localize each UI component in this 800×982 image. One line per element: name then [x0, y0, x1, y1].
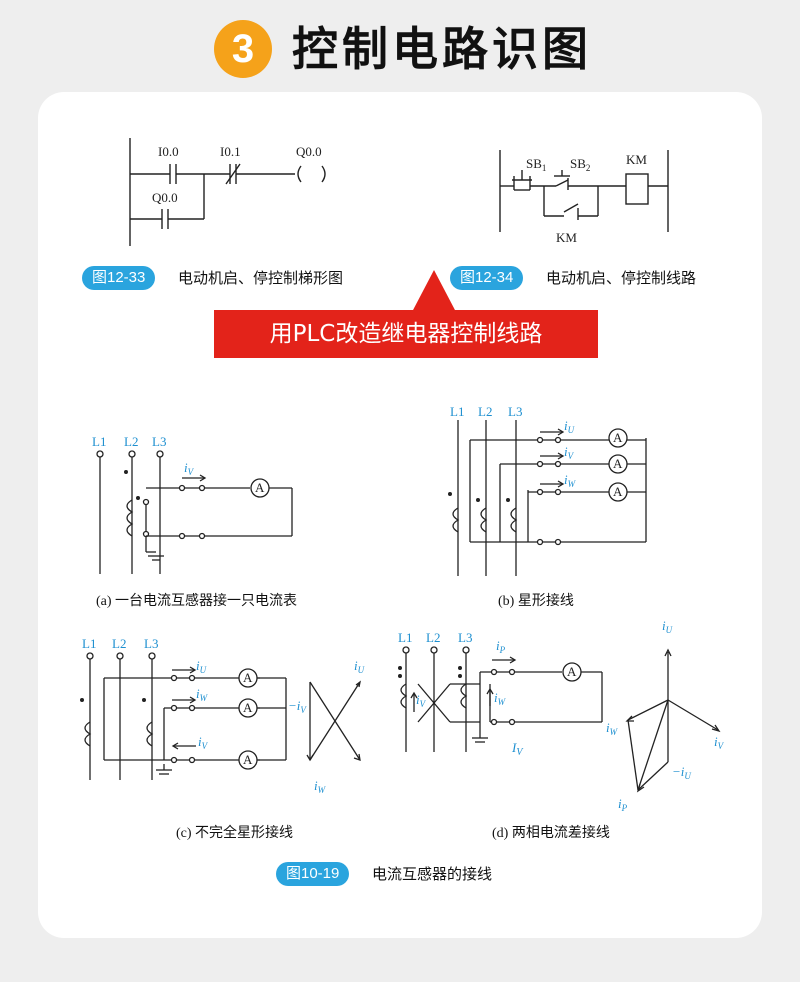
- ammeter-label: A: [255, 480, 265, 495]
- fig-caption-10-19: 电流互感器的接线: [372, 865, 493, 883]
- ladder-diagram: I0.0 I0.1 Q0.0 Q0.0: [129, 138, 326, 246]
- c-phasor-iu: iU: [354, 658, 365, 675]
- d-line-label-l1: L1: [398, 630, 412, 645]
- sb1-label: SB1: [526, 156, 546, 173]
- fig-badge-10-19: 图10-19: [276, 862, 350, 886]
- fig-caption-12-34: 电动机启、停控制线路: [546, 269, 697, 287]
- caption-b: (b) 星形接线: [498, 594, 574, 609]
- b-line-label-l3: L3: [508, 404, 522, 419]
- d-line-label-l3: L3: [458, 630, 472, 645]
- d-line-label-l2: L2: [426, 630, 440, 645]
- d-current-iw: iW: [494, 690, 507, 707]
- relay-circuit: SB1 SB2 KM KM: [499, 150, 669, 245]
- banner: 用PLC改造继电器控制线路: [214, 310, 598, 358]
- fig-badge-12-33: 图12-33: [82, 266, 156, 290]
- header: 3 控制电路识图: [0, 0, 800, 100]
- d-current-ip: iP: [496, 638, 506, 655]
- caption-a: (a) 一台电流互感器接一只电流表: [96, 594, 298, 609]
- d-phasor-iv: iV: [714, 734, 725, 751]
- km-coil-label: KM: [626, 152, 647, 167]
- banner-pointer: [412, 270, 456, 312]
- c-current-iv: iV: [198, 734, 209, 751]
- d-current-iv-total: IV: [511, 740, 524, 758]
- d-phasor-iw: iW: [606, 720, 619, 737]
- page-title: 控制电路识图: [292, 22, 592, 76]
- c-line-label-l3: L3: [144, 636, 158, 651]
- caption-c: (c) 不完全星形接线: [176, 826, 294, 841]
- km-contact-label: KM: [556, 230, 577, 245]
- c-line-label-l1: L1: [82, 636, 96, 651]
- c-phasor-iw: iW: [314, 778, 327, 795]
- b-current-iw: iW: [564, 472, 577, 489]
- c-ammeter-3: A: [243, 752, 253, 767]
- c-ammeter-2: A: [243, 700, 253, 715]
- line-label-l3: L3: [152, 434, 166, 449]
- contact-i00-label: I0.0: [158, 144, 179, 159]
- diagram-d-two-phase-diff: L1 L2 L3 iP iW iV IV A iU iW iV −iU iP: [398, 618, 725, 813]
- line-label-l2: L2: [124, 434, 138, 449]
- sb2-label: SB2: [570, 156, 590, 173]
- caption-d: (d) 两相电流差接线: [492, 826, 610, 841]
- c-ammeter-1: A: [243, 670, 253, 685]
- fig-badge-12-34: 图12-34: [450, 266, 524, 290]
- b-line-label-l2: L2: [478, 404, 492, 419]
- fig-caption-12-33: 电动机启、停控制梯形图: [178, 269, 344, 287]
- coil-q00-label: Q0.0: [296, 144, 322, 159]
- c-current-iu: iU: [196, 658, 207, 675]
- diagram-a-single-ct: L1 L2 L3 iV A: [92, 434, 293, 574]
- c-phasor-minus-iv: −iV: [288, 698, 307, 715]
- content-card: [38, 92, 762, 938]
- d-phasor-minus-iu: −iU: [672, 764, 691, 781]
- c-current-iw: iW: [196, 686, 209, 703]
- current-iv-label: iV: [184, 460, 195, 477]
- d-current-iv: iV: [416, 692, 427, 709]
- b-current-iv: iV: [564, 444, 575, 461]
- d-phasor-ip: iP: [618, 796, 628, 813]
- b-current-iu: iU: [564, 418, 575, 435]
- contact-i01-label: I0.1: [220, 144, 241, 159]
- section-number-badge: 3: [214, 20, 272, 78]
- c-line-label-l2: L2: [112, 636, 126, 651]
- line-label-l1: L1: [92, 434, 106, 449]
- b-ammeter-2: A: [613, 456, 623, 471]
- d-phasor-iu: iU: [662, 618, 673, 635]
- diagram-b-star: L1 L2 L3 iU iV iW A A A: [448, 404, 647, 576]
- contact-q00-label: Q0.0: [152, 190, 178, 205]
- b-line-label-l1: L1: [450, 404, 464, 419]
- b-ammeter-3: A: [613, 484, 623, 499]
- diagram-c-partial-star: L1 L2 L3 iU iW iV A A A iU −iV iW: [80, 636, 365, 795]
- b-ammeter-1: A: [613, 430, 623, 445]
- d-ammeter: A: [567, 664, 577, 679]
